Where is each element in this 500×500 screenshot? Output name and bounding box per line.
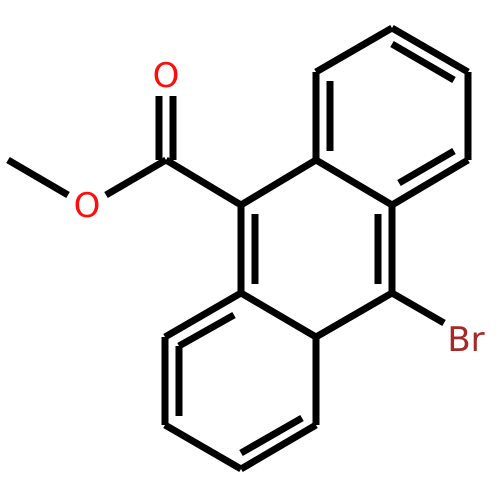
bond-ll-1 bbox=[163, 289, 243, 341]
bond-ll-inner-3 bbox=[177, 311, 236, 350]
bond-ester-oxygen-carbonyl-carbon bbox=[104, 156, 168, 199]
bond-ll-3 bbox=[163, 421, 243, 473]
upper-right-ring bbox=[312, 24, 472, 209]
bond-c9-c9a bbox=[239, 156, 318, 209]
bond-ur-3 bbox=[390, 24, 470, 76]
central-ring bbox=[237, 156, 396, 341]
bond-carbonyl-carbon-ring bbox=[164, 156, 243, 209]
bond-ur-5 bbox=[390, 156, 470, 209]
bond-ur-2 bbox=[314, 24, 394, 76]
bond-c10a-c8a bbox=[239, 289, 318, 341]
bond-ll-4 bbox=[239, 421, 318, 473]
carbonyl-oxygen-label: O bbox=[153, 56, 180, 96]
bond-methyl-ester-oxygen bbox=[6, 156, 70, 199]
lower-left-ring bbox=[161, 289, 320, 473]
ester-oxygen-label: O bbox=[74, 186, 101, 226]
ester-group bbox=[6, 96, 243, 209]
bond-c10-bromine bbox=[390, 289, 446, 327]
bromine-label: Br bbox=[447, 320, 484, 360]
bond-ur-inner-3 bbox=[397, 147, 456, 187]
bond-c9a-c4a bbox=[314, 156, 394, 209]
bond-ll-inner-2 bbox=[239, 414, 304, 457]
bond-ur-inner-2 bbox=[390, 40, 456, 84]
bond-c10-c10a bbox=[314, 289, 394, 341]
